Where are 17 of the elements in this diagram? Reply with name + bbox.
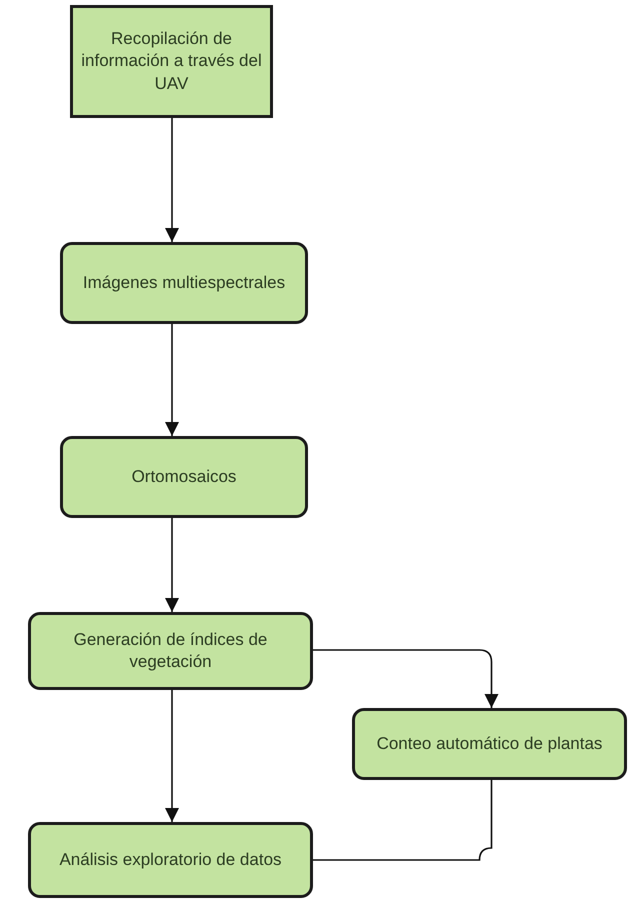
process-box xyxy=(28,822,313,898)
box-label: Análisis exploratorio de datos xyxy=(59,848,282,871)
box-label: Imágenes multiespectrales xyxy=(82,272,286,294)
process-box xyxy=(352,708,627,780)
arrow xyxy=(165,690,179,822)
box-label: Recopilación de información a través del UAV xyxy=(80,28,263,95)
arrow xyxy=(313,649,498,708)
arrow xyxy=(165,118,179,242)
box-label: Ortomosaicos xyxy=(132,466,236,488)
box-label: Generación de índices de vegetación xyxy=(72,628,268,673)
box-label: Conteo automático de plantas xyxy=(376,732,602,755)
arrow xyxy=(165,324,179,436)
arrow xyxy=(165,518,179,612)
process-box xyxy=(70,5,273,118)
process-box xyxy=(28,612,313,690)
process-box xyxy=(60,242,308,324)
process-box xyxy=(60,436,308,518)
